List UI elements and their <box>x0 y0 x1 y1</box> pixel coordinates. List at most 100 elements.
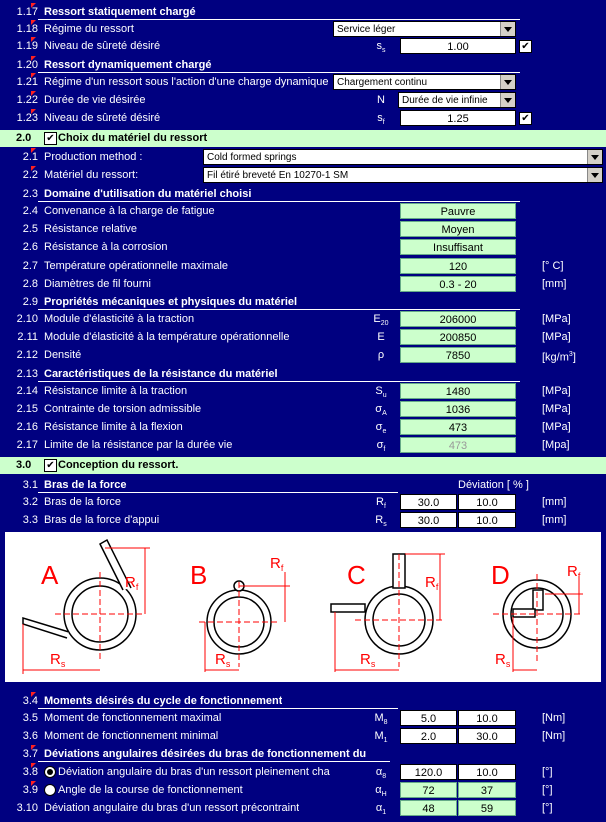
unit: [MPa] <box>542 313 571 325</box>
section-title: Caractéristiques de la résistance du mat… <box>44 368 278 380</box>
row-label: Diamètres de fil fourni <box>44 278 151 290</box>
unit: [Nm] <box>542 730 566 742</box>
underline <box>38 492 398 493</box>
label-c: C <box>347 560 366 590</box>
row-number: 2.9 <box>22 296 38 308</box>
preload-angle-deviation: 59 <box>458 800 516 816</box>
row-service-life: 1.22 Durée de vie désirée N Durée de vie… <box>0 91 606 109</box>
row-number: 3.3 <box>22 514 38 526</box>
section-title: Domaine d'utilisation du matériel choisi <box>44 188 252 200</box>
production-method-select[interactable]: Cold formed springs <box>203 149 603 165</box>
design-section-checkbox[interactable]: ✔ <box>44 459 57 472</box>
row-production-method: 2.1 Production method : Cold formed spri… <box>0 148 606 166</box>
full-load-angle-input[interactable]: 120.0 <box>400 764 457 780</box>
band-title: Choix du matériel du ressort <box>58 132 208 144</box>
row-tensile-modulus: 2.10 Module d'élasticité à la traction E… <box>0 310 606 328</box>
symbol: N <box>377 94 385 106</box>
row-max-temperature: 2.7 Température opérationnelle maximale … <box>0 257 606 275</box>
comment-marker <box>31 73 36 78</box>
support-arm-deviation-input[interactable]: 10.0 <box>458 512 516 528</box>
chevron-down-icon[interactable] <box>500 22 515 36</box>
spring-diagram-svg: A B C D Rf Rs <box>22 538 583 674</box>
symbol: σe <box>375 421 387 436</box>
underline <box>38 201 520 202</box>
dynamic-safety-input[interactable]: 1.25 <box>400 110 516 126</box>
dynamic-regime-select[interactable]: Chargement continu <box>333 74 516 90</box>
row-number: 2.6 <box>22 241 38 253</box>
dynamic-safety-checkbox[interactable]: ✔ <box>519 112 532 125</box>
fatigue-suitability-value: Pauvre <box>400 203 516 219</box>
wire-diameters-value: 0.3 - 20 <box>400 276 516 292</box>
section-operating-moments: 3.4 Moments désirés du cycle de fonction… <box>0 692 606 710</box>
section-title: Déviations angulaires désirées du bras d… <box>44 748 367 760</box>
full-load-angle-radio[interactable] <box>44 766 56 778</box>
spring-regime-select[interactable]: Service léger <box>333 21 516 37</box>
row-number: 2.12 <box>16 349 38 361</box>
band-number: 2.0 <box>16 132 32 144</box>
static-safety-checkbox[interactable]: ✔ <box>519 40 532 53</box>
row-number: 2.13 <box>16 368 38 380</box>
label-d: D <box>491 560 510 590</box>
underline <box>38 381 520 382</box>
row-number: 2.16 <box>16 421 38 433</box>
min-moment-input[interactable]: 2.0 <box>400 728 457 744</box>
unit: [MPa] <box>542 403 571 415</box>
row-number: 3.7 <box>22 748 38 760</box>
max-moment-input[interactable]: 5.0 <box>400 710 457 726</box>
density-value: 7850 <box>400 347 516 363</box>
static-safety-input[interactable]: 1.00 <box>400 38 516 54</box>
row-number: 2.2 <box>22 169 38 181</box>
comment-marker <box>31 56 36 61</box>
row-density: 2.12 Densité ρ 7850 [kg/m3] <box>0 346 606 364</box>
force-arm-input[interactable]: 30.0 <box>400 494 457 510</box>
working-stroke-angle-radio[interactable] <box>44 784 56 796</box>
force-arm-deviation-input[interactable]: 10.0 <box>458 494 516 510</box>
unit: [mm] <box>542 514 567 526</box>
chevron-down-icon[interactable] <box>500 93 515 107</box>
section-material-domain: 2.3 Domaine d'utilisation du matériel ch… <box>0 185 606 203</box>
bending-strength-value: 473 <box>400 419 516 435</box>
symbol: sf <box>377 112 385 127</box>
symbol: σA <box>375 403 387 418</box>
symbol: Rf <box>376 496 386 511</box>
row-label: Résistance à la corrosion <box>44 241 168 253</box>
row-spring-material: 2.2 Matériel du ressort: Fil étiré breve… <box>0 166 606 184</box>
working-stroke-angle-deviation: 37 <box>458 782 516 798</box>
max-moment-deviation-input[interactable]: 10.0 <box>458 710 516 726</box>
row-number: 1.17 <box>16 6 38 18</box>
service-life-select[interactable]: Durée de vie infinie <box>398 92 516 108</box>
material-section-checkbox[interactable]: ✔ <box>44 132 57 145</box>
rf-label: Rf <box>125 574 139 592</box>
min-moment-deviation-input[interactable]: 30.0 <box>458 728 516 744</box>
symbol: ss <box>376 40 386 55</box>
row-corrosion-resistance: 2.6 Résistance à la corrosion Insuffisan… <box>0 238 606 256</box>
row-label: Moment de fonctionnement minimal <box>44 730 219 742</box>
section-dynamic-spring: 1.20 Ressort dynamiquement chargé <box>0 56 606 74</box>
row-number: 3.1 <box>22 479 38 491</box>
rs-label: Rs <box>360 651 376 669</box>
max-temperature-value: 120 <box>400 258 516 274</box>
row-spring-regime: 1.18 Régime du ressort Service léger <box>0 20 606 38</box>
row-number: 1.20 <box>16 59 38 71</box>
full-load-angle-deviation-input[interactable]: 10.0 <box>458 764 516 780</box>
support-arm-input[interactable]: 30.0 <box>400 512 457 528</box>
chevron-down-icon[interactable] <box>587 150 602 164</box>
band-title: Conception du ressort. <box>58 459 179 471</box>
row-label: Contrainte de torsion admissible <box>44 403 202 415</box>
spring-a: Rf Rs <box>22 538 150 674</box>
section-title: Bras de la force <box>44 479 127 491</box>
row-label: Régime d'un ressort sous l'action d'une … <box>44 76 329 88</box>
select-value: Chargement continu <box>337 77 428 88</box>
section-title: Ressort statiquement chargé <box>44 6 196 18</box>
rs-label: Rs <box>495 651 511 669</box>
chevron-down-icon[interactable] <box>587 168 602 182</box>
spring-material-select[interactable]: Fil étiré breveté En 10270-1 SM <box>203 167 603 183</box>
row-label: Déviation angulaire du bras d'un ressort… <box>44 802 300 814</box>
rf-label: Rf <box>425 574 439 592</box>
chevron-down-icon[interactable] <box>500 75 515 89</box>
band-number: 3.0 <box>16 459 32 471</box>
symbol: αH <box>375 784 387 799</box>
row-number: 2.11 <box>17 331 38 343</box>
row-label: Résistance limite à la traction <box>44 385 188 397</box>
row-fatigue-suitability: 2.4 Convenance à la charge de fatigue Pa… <box>0 202 606 220</box>
